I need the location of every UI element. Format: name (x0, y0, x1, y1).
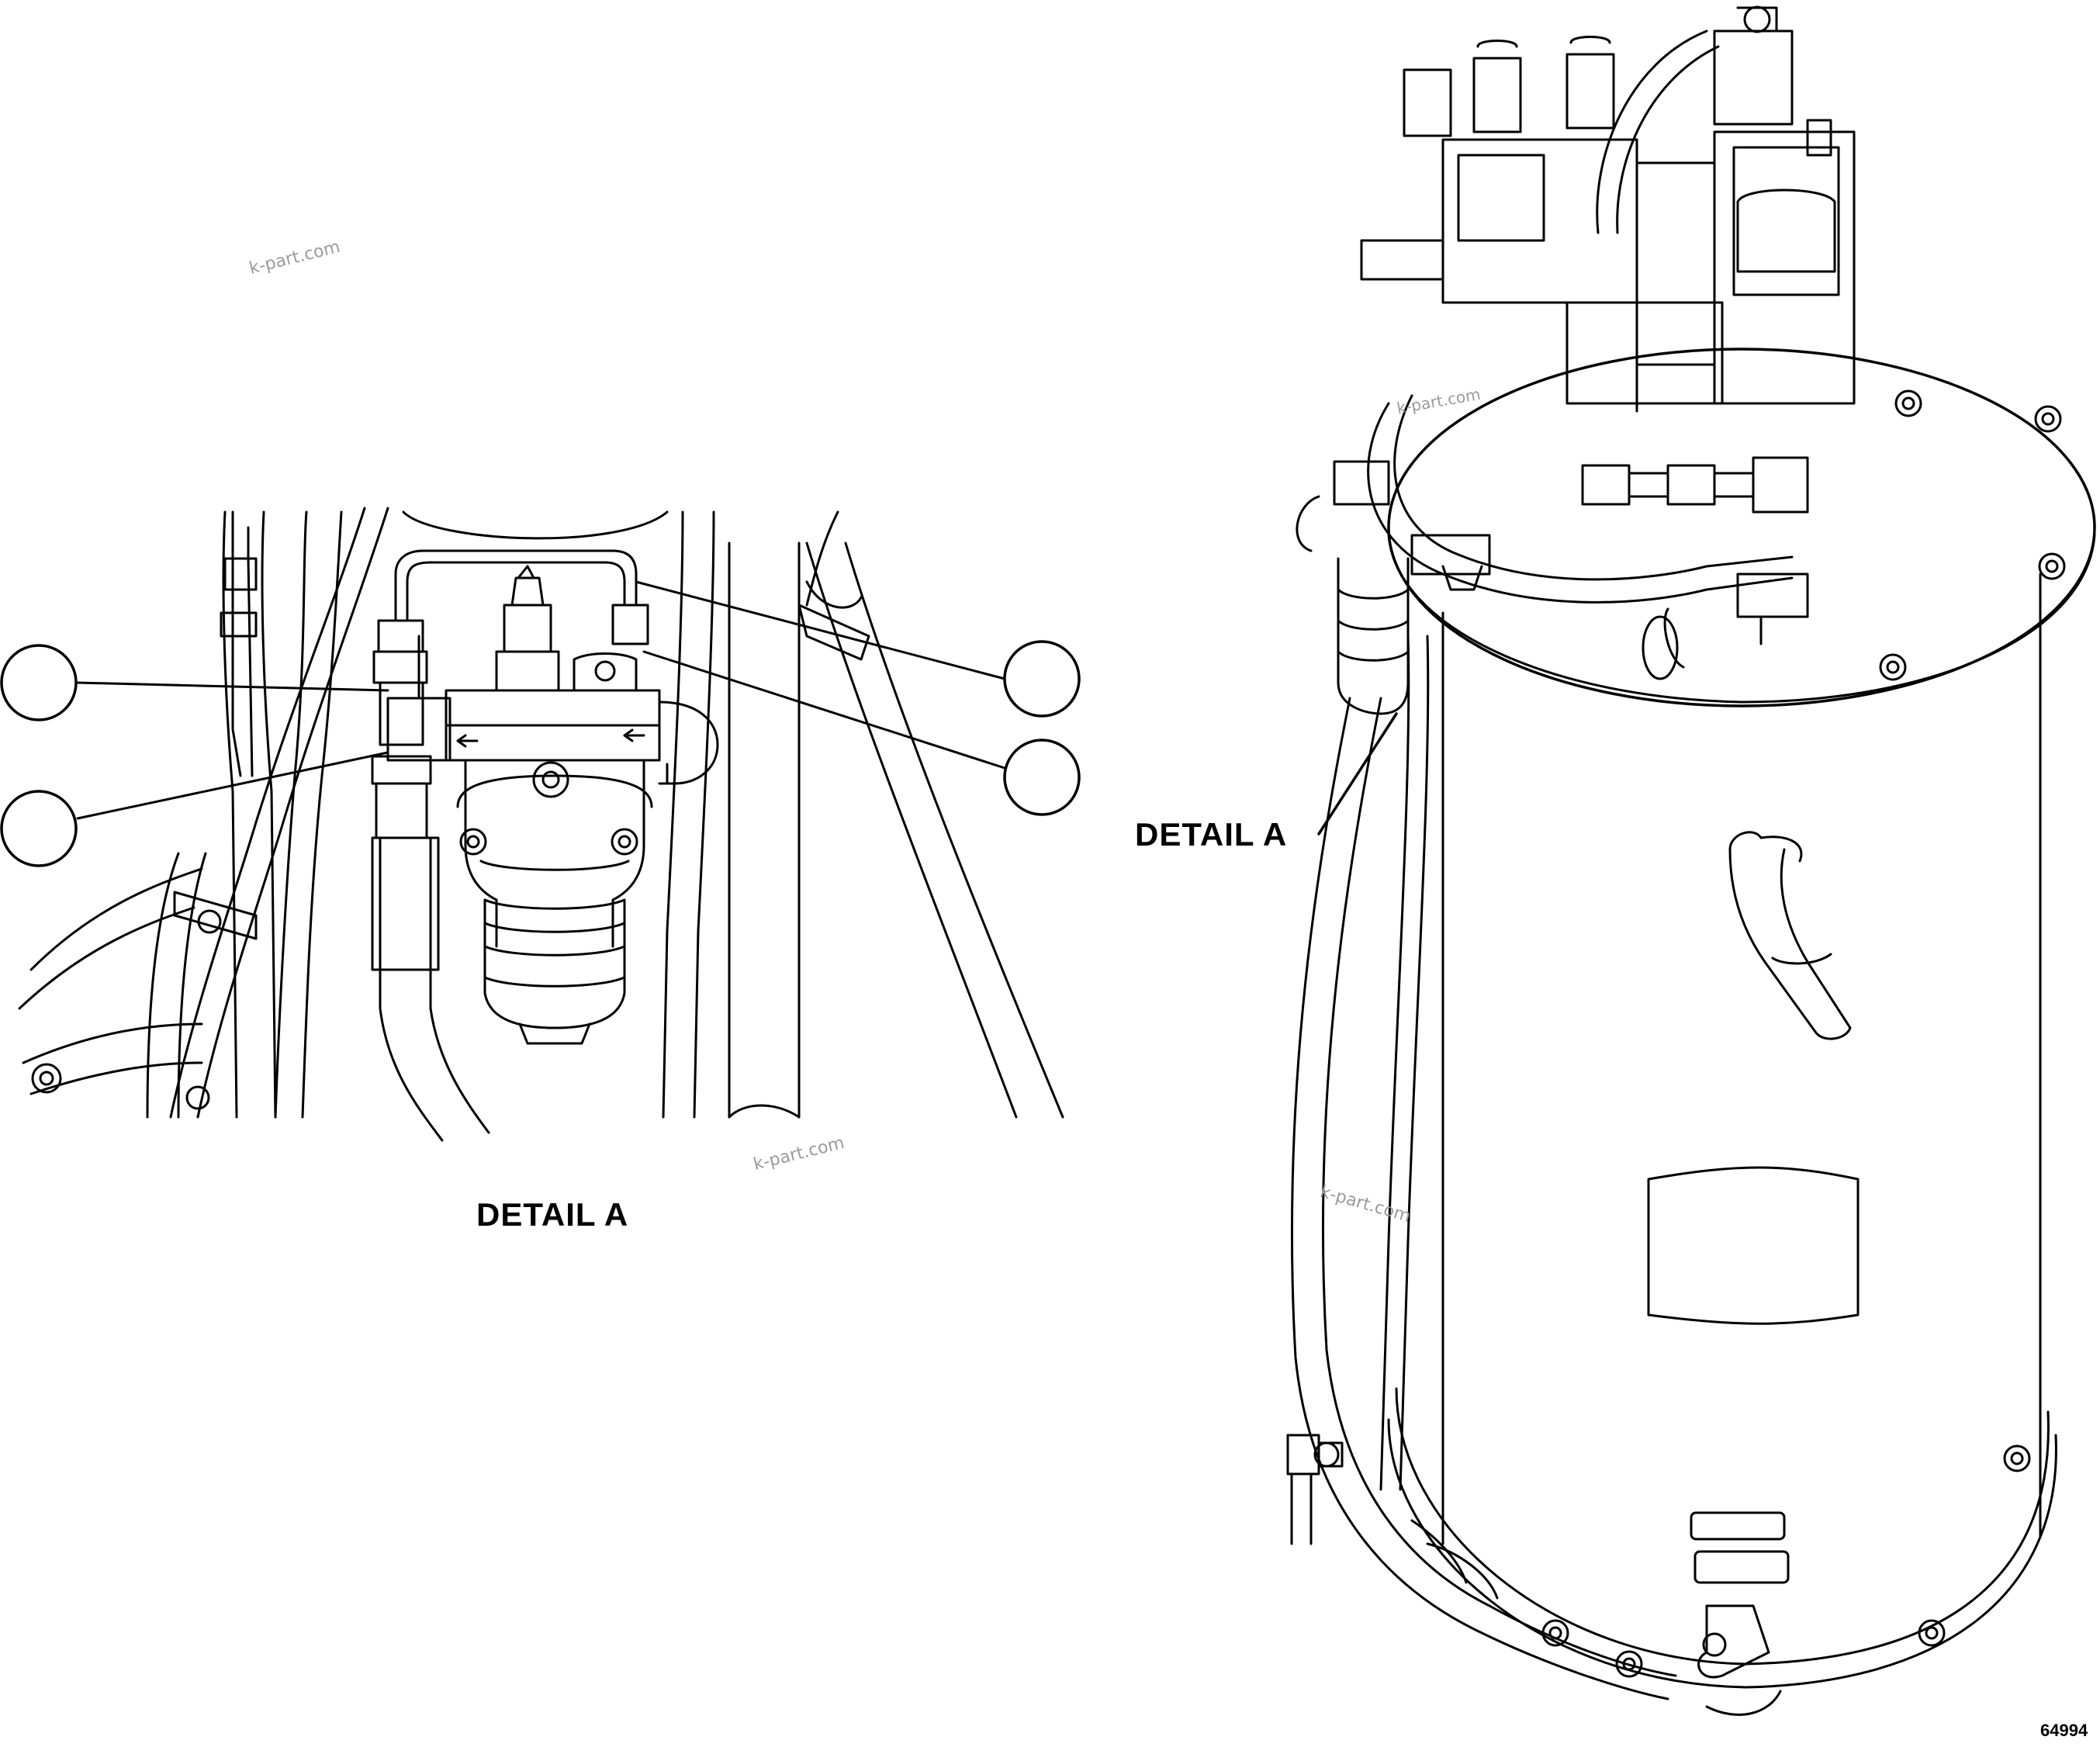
detail-a-drawing (0, 507, 1081, 1142)
callout-1 (0, 644, 78, 721)
figure-code: 64994 (2040, 1721, 2088, 1740)
callout-3 (1003, 640, 1081, 718)
callout-2 (0, 790, 78, 867)
callout-4 (1003, 739, 1081, 816)
detail-a-label-right: DETAIL A (1135, 816, 1288, 853)
tank-assembly-drawing (1286, 5, 2096, 1716)
detail-a-label-left: DETAIL A (476, 1196, 629, 1233)
